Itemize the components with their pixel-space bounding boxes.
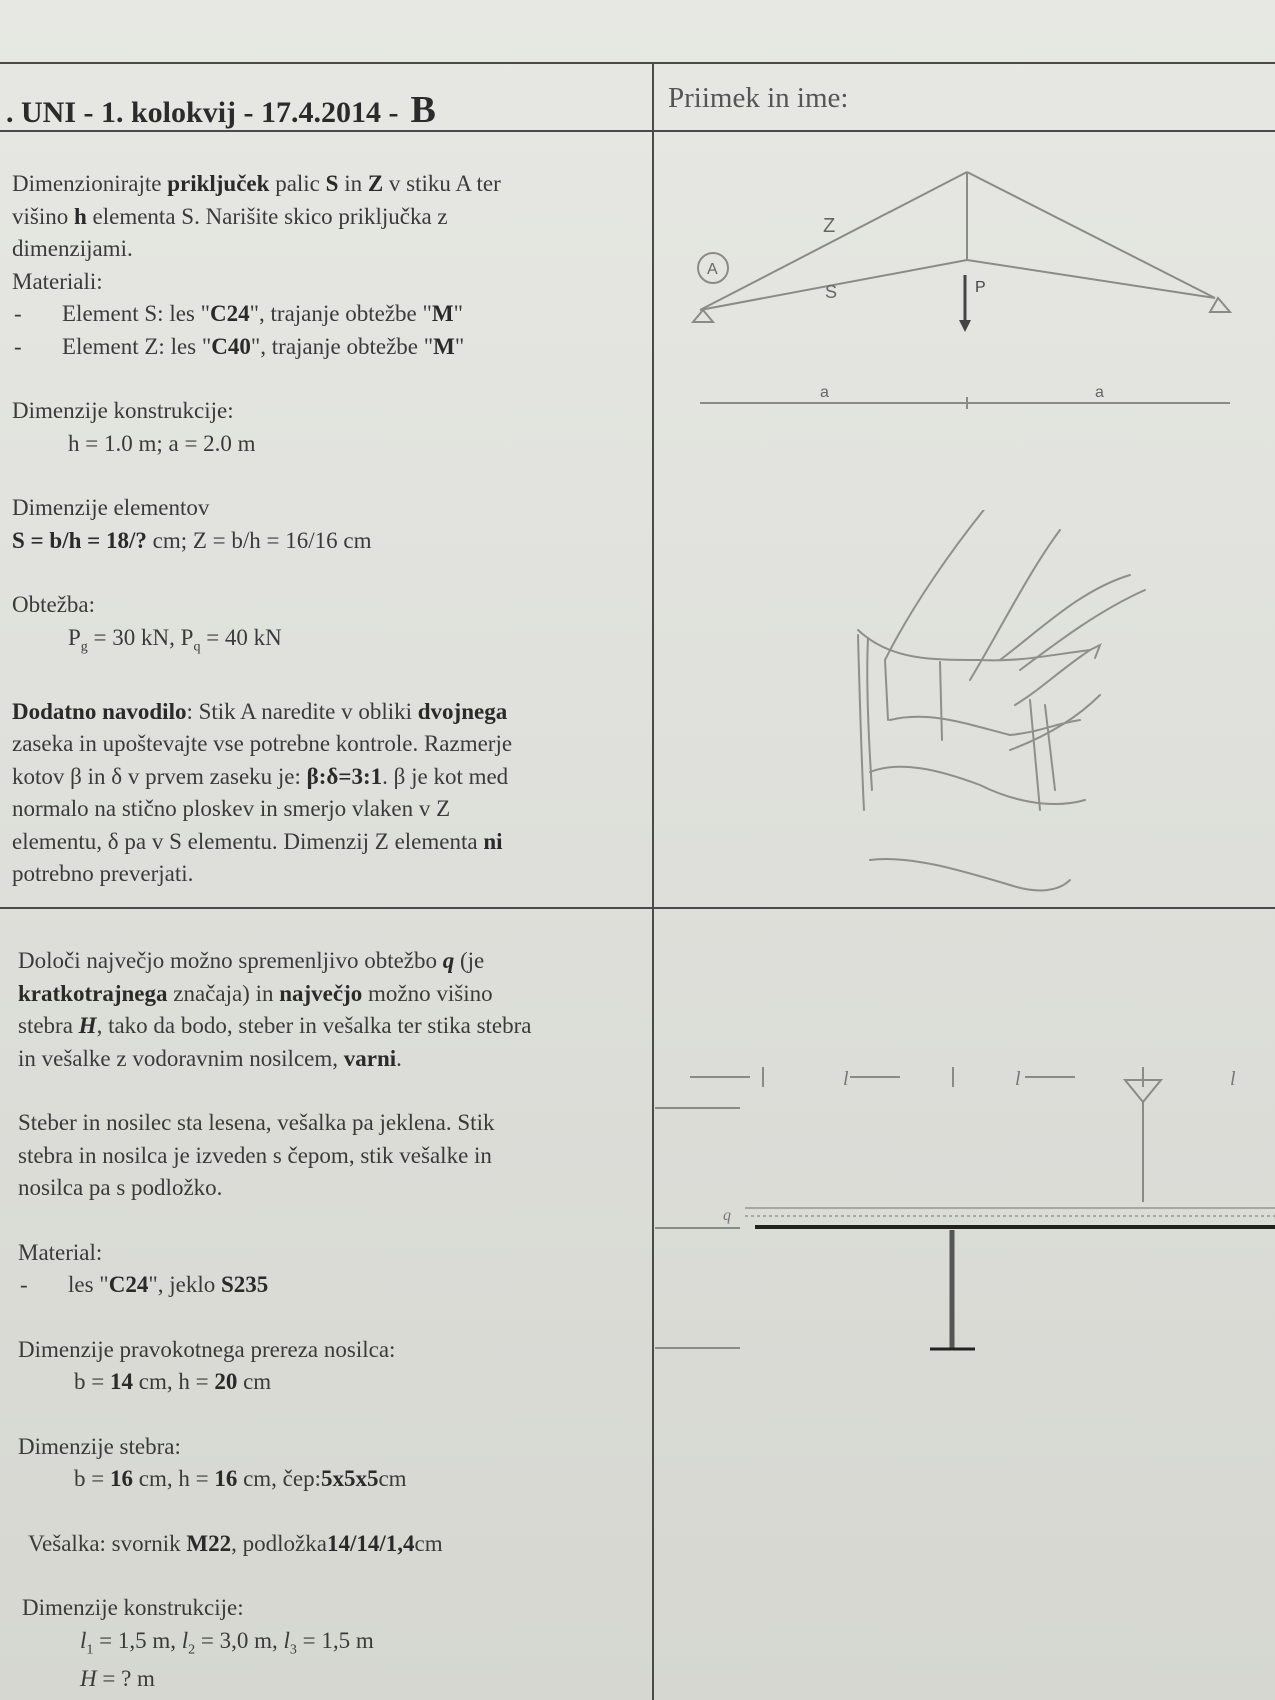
name-field-label: Priimek in ime: (668, 82, 849, 114)
table-top-border (0, 62, 1275, 64)
header-bottom-border (0, 130, 1275, 132)
task1-extra-line1: Dodatno navodilo: Stik A naredite v obli… (12, 698, 508, 724)
task1-load-values: Pg = 30 kN, Pq = 40 kN (68, 624, 282, 655)
task2-material-heading: Material: (18, 1239, 103, 1265)
task2-material-values: -les "C24", jeklo S235 (20, 1272, 269, 1297)
task1-construction-values: h = 1.0 m; a = 2.0 m (68, 430, 256, 456)
task2-construction-heading: Dimenzije konstrukcije: (22, 1595, 244, 1620)
task2-intro-line2: kratkotrajnega značaja) in največjo možn… (18, 980, 493, 1006)
label-a: A (707, 261, 718, 278)
task1-line1: Dimenzionirajte priključek palic S in Z … (12, 171, 501, 196)
exam-title: . UNI - 1. kolokvij - 17.4.2014 - B (6, 88, 436, 132)
task1-line3: dimenzijami. (12, 236, 133, 261)
right-support-icon (1208, 296, 1233, 313)
member-z-right (966, 171, 1216, 299)
task2-height: H = ? m (80, 1665, 155, 1691)
task2-intro-line4: in vešalke z vodoravnim nosilcem, varni. (18, 1045, 402, 1071)
node-a-circle (697, 252, 729, 284)
task1-text: Dimenzionirajte priključek palic S in Z … (12, 168, 640, 891)
task1-extra-line5: elementu, δ pa v S elementu. Dimenzij Z … (12, 828, 503, 854)
member-z-left (699, 171, 968, 311)
task1-material-z: -Element Z: les "C40", trajanje obtežbe … (14, 333, 465, 359)
task2-intro-line1: Določi največjo možno spremenljivo obtež… (18, 948, 485, 973)
label-q: q (723, 1207, 731, 1224)
task2-text: Določi največjo možno spremenljivo obtež… (18, 945, 643, 1695)
task2-hanger: Vešalka: svornik M22, podložka14/14/1,4c… (28, 1530, 443, 1556)
task2-column-values: b = 16 cm, h = 16 cm, čep:5x5x5cm (74, 1466, 407, 1491)
truss-diagram: A Z S P a a (690, 171, 1233, 409)
task1-extra-line4: normalo na stično ploskev in smerjo vlak… (12, 796, 451, 822)
task2-desc-line3: nosilca pa s podložko. (18, 1175, 223, 1200)
section-divider (0, 907, 1275, 909)
column-divider (652, 62, 654, 1700)
task1-extra-line3: kotov β in δ v prvem zaseku je: β:δ=3:1.… (12, 763, 509, 789)
task1-materials-heading: Materiali: (12, 268, 103, 294)
label-a2: a (1095, 384, 1104, 401)
task2-desc-line2: stebra in nosilca je izveden s čepom, st… (18, 1142, 492, 1168)
task2-intro-line3: stebra H, tako da bodo, steber in vešalk… (18, 1013, 532, 1038)
exam-variant: B (410, 89, 436, 131)
member-s-right (966, 259, 1216, 299)
task2-column-heading: Dimenzije stebra: (18, 1433, 181, 1459)
label-z: Z (823, 215, 835, 237)
label-s: S (825, 282, 837, 302)
left-support-icon (690, 308, 716, 323)
label-a1: a (820, 384, 829, 401)
task1-line2: višino h elementa S. Narišite skico prik… (12, 203, 448, 229)
task1-elements-values: S = b/h = 18/? cm; Z = b/h = 16/16 cm (12, 527, 372, 553)
joint-hand-sketch (857, 510, 1146, 892)
task2-beam-heading: Dimenzije pravokotnega prereza nosilca: (18, 1336, 396, 1362)
task1-extra-line6: potrebno preverjati. (12, 861, 194, 887)
label-l3: l (1230, 1068, 1236, 1090)
task1-elements-heading: Dimenzije elementov (12, 495, 210, 520)
hanger-top-support-icon (1122, 1079, 1164, 1104)
frame-diagram: l l l H H q (655, 1067, 1275, 1351)
task1-load-heading: Obtežba: (12, 592, 96, 617)
exam-title-text: . UNI - 1. kolokvij - 17.4.2014 - (6, 96, 399, 129)
label-p: P (975, 279, 986, 296)
label-l2: l (1015, 1068, 1021, 1090)
label-l1: l (843, 1068, 849, 1090)
task1-material-s: -Element S: les "C24", trajanje obtežbe … (14, 301, 463, 326)
task1-extra-line2: zaseka in upoštevajte vse potrebne kontr… (12, 731, 513, 757)
member-s-left (699, 259, 968, 311)
task2-beam-values: b = 14 cm, h = 20 cm (74, 1369, 272, 1394)
task2-desc-line1: Steber in nosilec sta lesena, vešalka pa… (18, 1110, 495, 1135)
task2-lengths: l1 = 1,5 m, l2 = 3,0 m, l3 = 1,5 m (80, 1627, 374, 1658)
task1-construction-heading: Dimenzije konstrukcije: (12, 398, 234, 423)
